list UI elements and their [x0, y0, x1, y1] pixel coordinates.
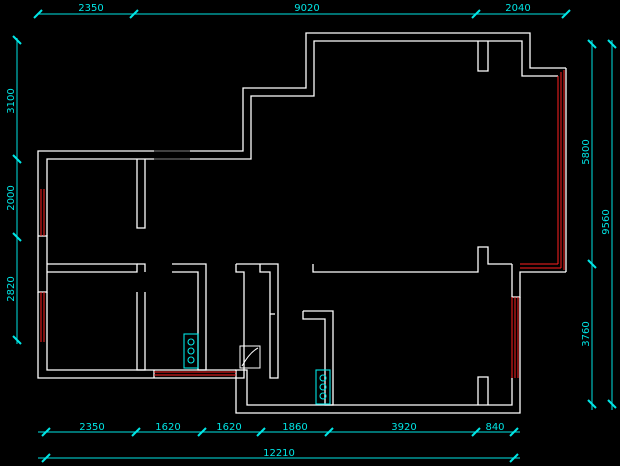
kitchen-wall-inner	[235, 264, 245, 379]
kitchen-wall	[236, 263, 279, 379]
dim-top-2: 9020	[294, 3, 319, 14]
outer-wall-left-bottom	[37, 342, 154, 379]
dim-bottom-1: 2350	[79, 422, 104, 433]
dim-top-3: 2040	[505, 3, 530, 14]
partition-bedroom-2-stub	[137, 263, 146, 272]
dim-bottom-3: 1620	[216, 422, 241, 433]
walls	[37, 32, 566, 414]
bathroom-wall	[172, 263, 207, 371]
outer-wall-right-lower	[511, 264, 566, 298]
partition-bottom-right	[477, 376, 489, 405]
fixtures	[183, 333, 331, 405]
stove-kitchen	[315, 369, 331, 405]
dim-left-2: 2000	[6, 185, 17, 210]
tick-top-1	[129, 9, 139, 19]
dim-bottom-total: 12210	[263, 448, 295, 459]
partition-bedroom-2	[136, 292, 146, 371]
dim-right-2: 3760	[581, 321, 592, 346]
dim-bottom-5: 3920	[391, 422, 416, 433]
tick-top-3	[561, 9, 571, 19]
dim-right-total: 9560	[601, 209, 612, 234]
partition-inner-bottom	[302, 310, 334, 406]
partition-upper-right	[477, 41, 489, 72]
tick-top-2	[471, 9, 481, 19]
outer-wall-top	[190, 32, 566, 152]
partition-living	[312, 246, 512, 273]
windows	[37, 68, 567, 379]
partition-bedroom-1	[47, 263, 138, 273]
dim-top-1: 2350	[78, 3, 103, 14]
opening-top-left	[154, 150, 190, 160]
outer-wall-bottom-right	[235, 369, 521, 414]
partition-bedroom-1-door	[136, 159, 146, 229]
dimension-labels: 2350 9020 2040 2350 1620 1620 1860 3920 …	[6, 3, 612, 459]
outer-wall-top-inner	[190, 40, 558, 160]
outer-wall-left-bottom-inner	[46, 342, 154, 371]
sink-corner	[239, 345, 261, 369]
outer-wall-left-mid	[37, 235, 48, 293]
window-right-upper	[520, 68, 567, 272]
window-bottom	[153, 369, 236, 379]
outer-wall-upper-inner	[46, 158, 154, 189]
window-left-upper	[37, 189, 48, 236]
window-left-lower	[37, 292, 48, 342]
stove-bathroom	[183, 333, 199, 369]
dim-bottom-4: 1860	[282, 422, 307, 433]
tick-top-0	[33, 9, 43, 19]
dimension-lines	[12, 9, 617, 463]
dim-right-1: 5800	[581, 139, 592, 164]
dim-bottom-2: 1620	[155, 422, 180, 433]
dim-left-1: 3100	[6, 88, 17, 113]
dim-left-3: 2820	[6, 276, 17, 301]
dim-bottom-6: 840	[485, 422, 504, 433]
outer-wall-upper	[37, 150, 154, 189]
window-right-lower	[511, 297, 521, 378]
